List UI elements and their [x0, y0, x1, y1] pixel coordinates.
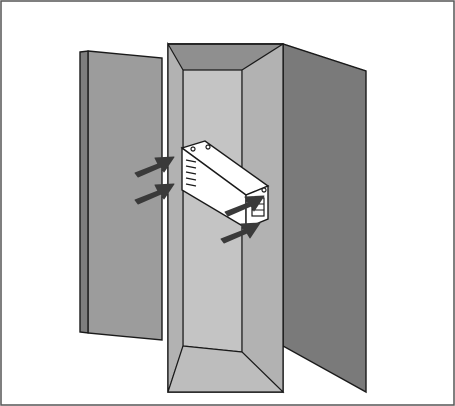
arrow-icon: [224, 195, 265, 217]
device-vents: [185, 159, 197, 187]
interior-left-wall: [167, 41, 184, 393]
door-edge: [79, 50, 89, 334]
arrow-icon: [134, 156, 175, 178]
device-screw: [190, 146, 196, 152]
arrow-icon: [220, 222, 261, 244]
device-screw: [261, 187, 267, 193]
interior-floor: [167, 345, 285, 393]
arrow-icon: [134, 183, 175, 205]
device-screw: [205, 144, 211, 150]
cabinet-side: [282, 43, 367, 394]
